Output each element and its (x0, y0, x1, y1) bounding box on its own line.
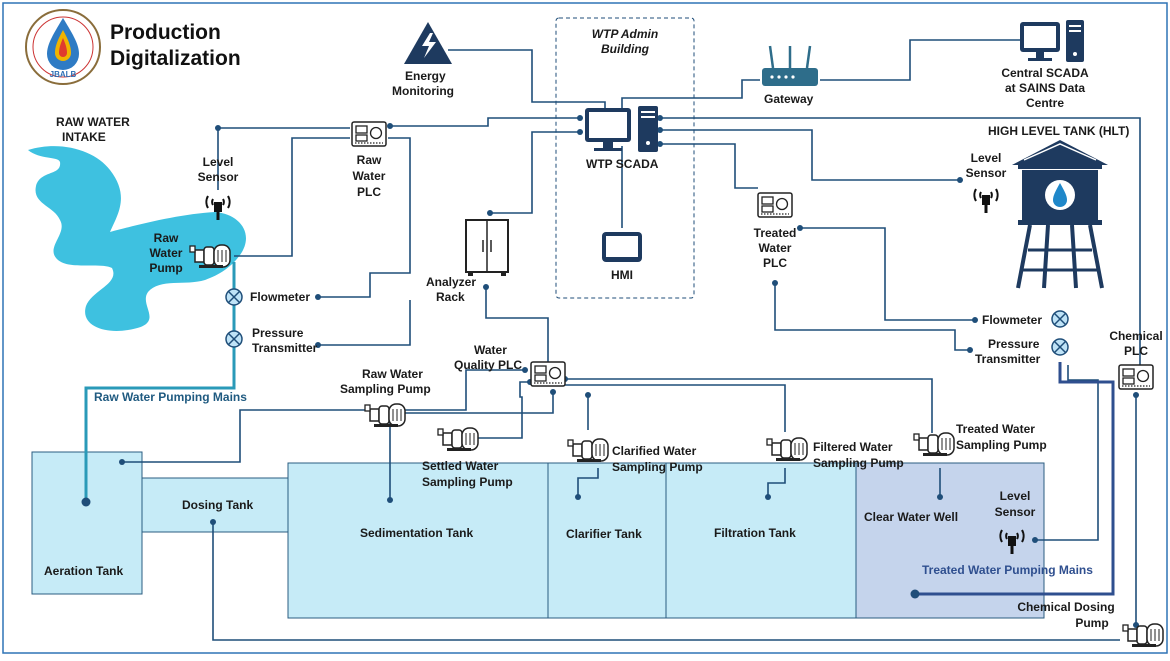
tw-plc-line3: PLC (763, 256, 787, 270)
raw-water-plc-icon (351, 121, 387, 147)
raw-pt-line2: Transmitter (252, 341, 318, 355)
connection-dots (81, 115, 1139, 628)
cww-level-line1: Level (1000, 489, 1031, 503)
admin-line1: WTP Admin (592, 27, 658, 41)
rw-pump-line3: Pump (149, 261, 182, 275)
sedimentation-label: Sedimentation Tank (360, 526, 473, 540)
rw-pump-line2: Water (150, 246, 183, 260)
energy-label-line2: Monitoring (392, 84, 454, 98)
raw-level-line1: Level (203, 155, 234, 169)
cww-level-line2: Sensor (995, 505, 1036, 519)
rw-plc-line2: Water (353, 169, 386, 183)
wtp-scada-computer-icon (585, 106, 658, 152)
dosing-label: Dosing Tank (182, 498, 253, 512)
cabinet-icon (465, 219, 509, 276)
wq-plc-line2: Quality PLC (454, 358, 522, 372)
central-scada-line2: at SAINS Data (1005, 81, 1085, 95)
hlt-level-line2: Sensor (966, 166, 1007, 180)
chem-plc-line2: PLC (1124, 344, 1148, 358)
treated-pt-line1: Pressure (988, 337, 1040, 351)
twsp-line1: Treated Water (956, 422, 1035, 436)
chemdose-line1: Chemical Dosing (1017, 600, 1114, 614)
raw-water-river (28, 146, 246, 331)
chem-plc-line1: Chemical (1109, 329, 1162, 343)
logo-text: JBALB (50, 70, 77, 79)
hlt-level-line1: Level (971, 151, 1002, 165)
page-title-line1: Production (110, 21, 221, 44)
rwsp-line2: Sampling Pump (340, 382, 431, 396)
raw-pt-line1: Pressure (252, 326, 304, 340)
treated-water-plc-icon (757, 192, 793, 218)
chemical-dosing-pump-icon (1122, 623, 1164, 648)
tw-plc-line1: Treated (754, 226, 797, 240)
wq-plc-line1: Water (474, 343, 507, 357)
water-tower-icon (1012, 140, 1108, 289)
hmi-label: HMI (611, 268, 633, 282)
logo: JBALB (25, 9, 101, 85)
raw-flowmeter-label: Flowmeter (250, 290, 310, 304)
clearwell-label: Clear Water Well (864, 510, 958, 524)
energy-icon (404, 22, 452, 64)
gateway-label: Gateway (764, 92, 814, 106)
treated-flowmeter-label: Flowmeter (982, 313, 1042, 327)
raw-intake-line1: RAW WATER (56, 115, 130, 129)
rw-plc-line3: PLC (357, 185, 381, 199)
swsp-line1: Settled Water (422, 459, 499, 473)
raw-water-main-pipe (84, 262, 236, 500)
cwsp-line2: Sampling Pump (612, 460, 703, 474)
settled-sampling-pump-icon (437, 427, 479, 452)
analyzer-line2: Rack (436, 290, 465, 304)
raw-level-line2: Sensor (198, 170, 239, 184)
central-scada-line1: Central SCADA (1001, 66, 1089, 80)
tablet-icon (602, 232, 642, 262)
tw-plc-line2: Water (759, 241, 792, 255)
treated-pt-line2: Transmitter (975, 352, 1041, 366)
filtration-label: Filtration Tank (714, 526, 796, 540)
raw-pressure-transmitter-icon (225, 330, 243, 348)
signal-wires (122, 39, 1141, 641)
cwsp-line1: Clarified Water (612, 444, 697, 458)
central-scada-computer-icon (1020, 20, 1084, 62)
treated-pressure-transmitter-icon (1051, 338, 1069, 356)
twsp-line2: Sampling Pump (956, 438, 1047, 452)
filtered-sampling-pump-icon (766, 437, 808, 462)
treated-mains-label: Treated Water Pumping Mains (922, 563, 1093, 577)
rwsp-line1: Raw Water (362, 367, 423, 381)
rw-pump-line1: Raw (154, 231, 179, 245)
router-icon (762, 45, 818, 86)
fwsp-line2: Sampling Pump (813, 456, 904, 470)
hlt-label: HIGH LEVEL TANK (HLT) (988, 124, 1129, 138)
water-quality-plc-icon (530, 361, 566, 387)
raw-sampling-pump-icon (364, 403, 406, 428)
fwsp-line1: Filtered Water (813, 440, 893, 454)
wtp-scada-label: WTP SCADA (586, 157, 659, 171)
analyzer-line1: Analyzer (426, 275, 476, 289)
admin-building-box (555, 17, 695, 299)
treated-water-main-pipe (915, 362, 1115, 596)
filtration-tank (665, 462, 857, 619)
aeration-label: Aeration Tank (44, 564, 123, 578)
sedimentation-tank (287, 462, 549, 619)
energy-label-line1: Energy (405, 69, 446, 83)
raw-intake-line2: INTAKE (62, 130, 106, 144)
chemical-plc-icon (1118, 364, 1154, 390)
admin-line2: Building (601, 42, 650, 56)
treated-flowmeter-icon (1051, 310, 1069, 328)
treated-sampling-pump-icon (913, 432, 955, 457)
chemdose-line2: Pump (1075, 616, 1108, 630)
clarified-sampling-pump-icon (567, 438, 609, 463)
rw-plc-line1: Raw (357, 153, 382, 167)
clarifier-label: Clarifier Tank (566, 527, 642, 541)
page-title-line2: Digitalization (110, 47, 241, 70)
swsp-line2: Sampling Pump (422, 475, 513, 489)
raw-flowmeter-icon (225, 288, 243, 306)
hlt-level-sensor-icon (973, 188, 999, 214)
raw-mains-label: Raw Water Pumping Mains (94, 390, 247, 404)
central-scada-line3: Centre (1026, 96, 1064, 110)
